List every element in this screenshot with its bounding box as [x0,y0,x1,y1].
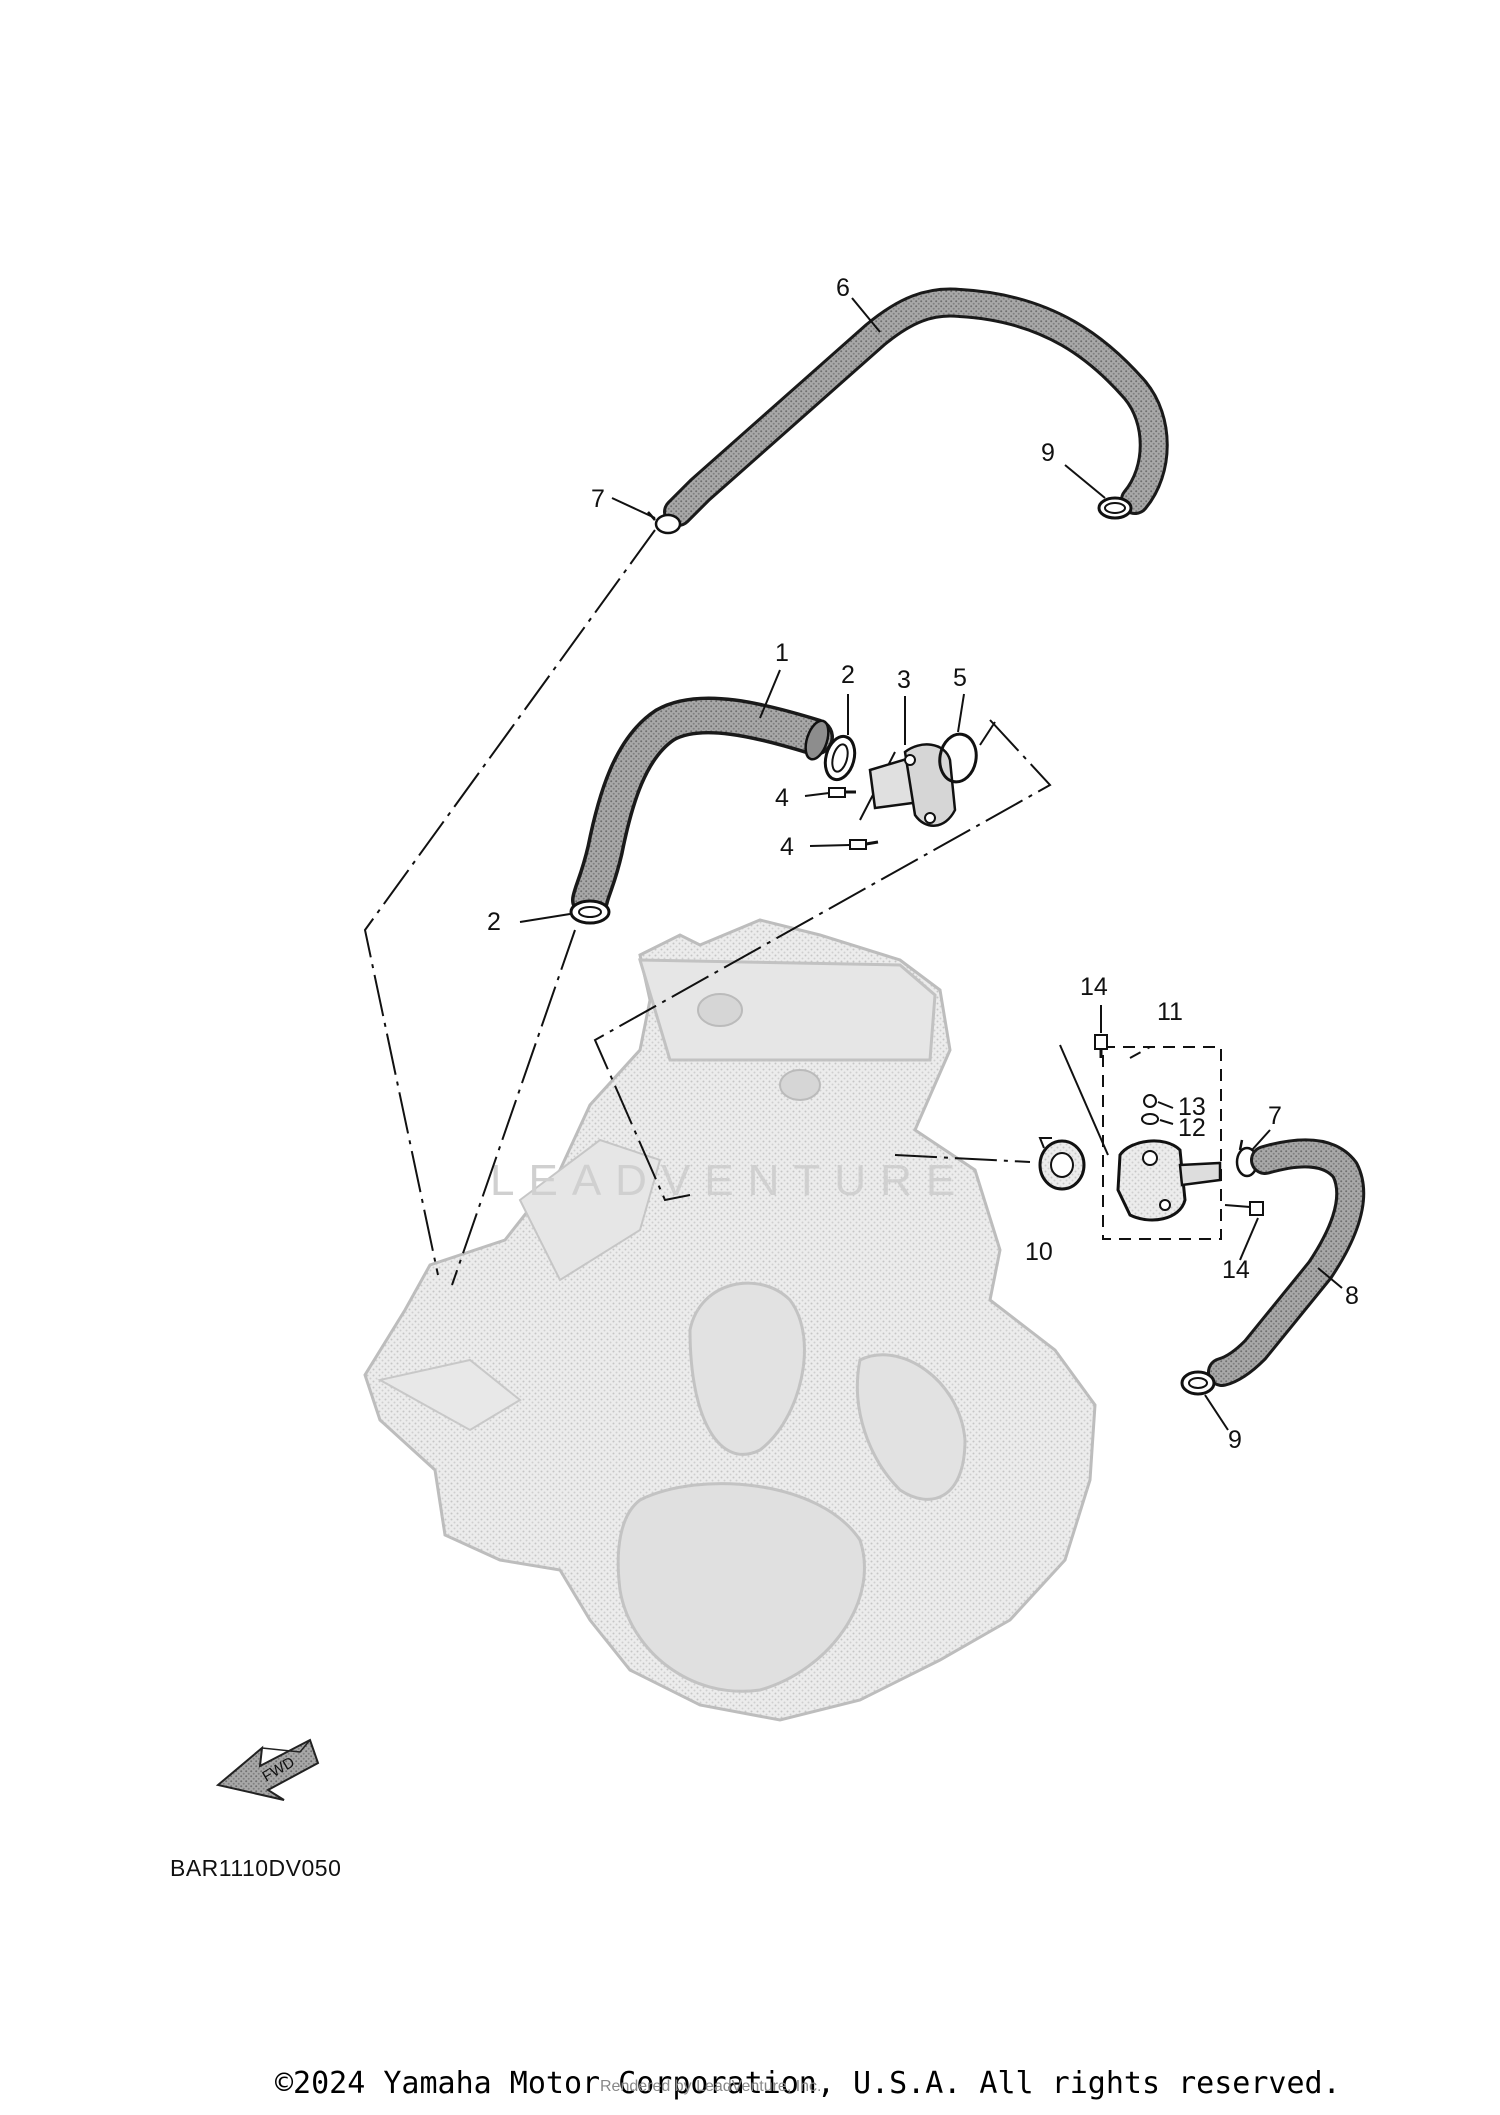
bolt-4-upper [828,787,856,798]
clamp-9-lower [1180,1370,1216,1396]
callout-10[interactable]: 10 [1025,1238,1053,1266]
leader-lines [519,297,1343,1431]
callout-11[interactable]: 11 [1157,998,1183,1026]
hose-6 [663,287,1169,527]
callout-1[interactable]: 1 [775,639,789,667]
hose-8 [1207,1138,1366,1387]
callout-7[interactable]: 7 [1268,1102,1282,1130]
diagram-reference-code: BAR1110DV050 [170,1855,342,1881]
callout-5[interactable]: 5 [953,664,967,692]
callout-7[interactable]: 7 [591,485,605,513]
clamp-2-lower [569,899,611,925]
callout-2[interactable]: 2 [841,661,855,689]
o-ring-5 [938,732,978,784]
copyright-notice: ©2024 Yamaha Motor Corporation, U.S.A. A… [275,2066,1341,2101]
callout-14[interactable]: 14 [1222,1256,1250,1284]
clamp-2-upper [823,734,857,782]
watermark: LEADVENTURE [490,1156,969,1205]
callout-14[interactable]: 14 [1080,973,1108,1001]
callout-4[interactable]: 4 [780,833,794,861]
thermostat-10 [1038,1137,1086,1191]
clamp-9-upper [1097,496,1133,520]
callout-9[interactable]: 9 [1041,439,1055,467]
clamp-7-upper [647,511,682,535]
callout-4[interactable]: 4 [775,784,789,812]
callout-8[interactable]: 8 [1345,1282,1359,1310]
callout-6[interactable]: 6 [836,274,850,302]
rendered-by-notice: Rendered by LeadVenture, Inc. [600,2078,822,2095]
callout-2[interactable]: 2 [487,908,501,936]
callout-9[interactable]: 9 [1228,1426,1242,1454]
outlet-fitting-3 [868,743,957,827]
callout-12[interactable]: 12 [1178,1114,1206,1142]
fwd-arrow: FWD [215,1738,320,1801]
bolt-14-upper [1094,1034,1108,1058]
callout-3[interactable]: 3 [897,666,911,694]
bolt-4-lower [849,839,879,850]
o-ring-12 [1141,1113,1159,1125]
callout-13[interactable]: 13 [1178,1093,1206,1121]
bolt-13 [1143,1094,1157,1108]
thermostat-housing-11 [1116,1139,1222,1222]
engine-illustration: LEADVENTURE [363,918,1097,1722]
callout-labels: 6 9 7 1 2 3 5 4 4 2 14 11 13 12 7 10 14 … [487,274,1359,1454]
hose-1 [571,696,834,919]
bolt-14-lower [1224,1201,1264,1216]
